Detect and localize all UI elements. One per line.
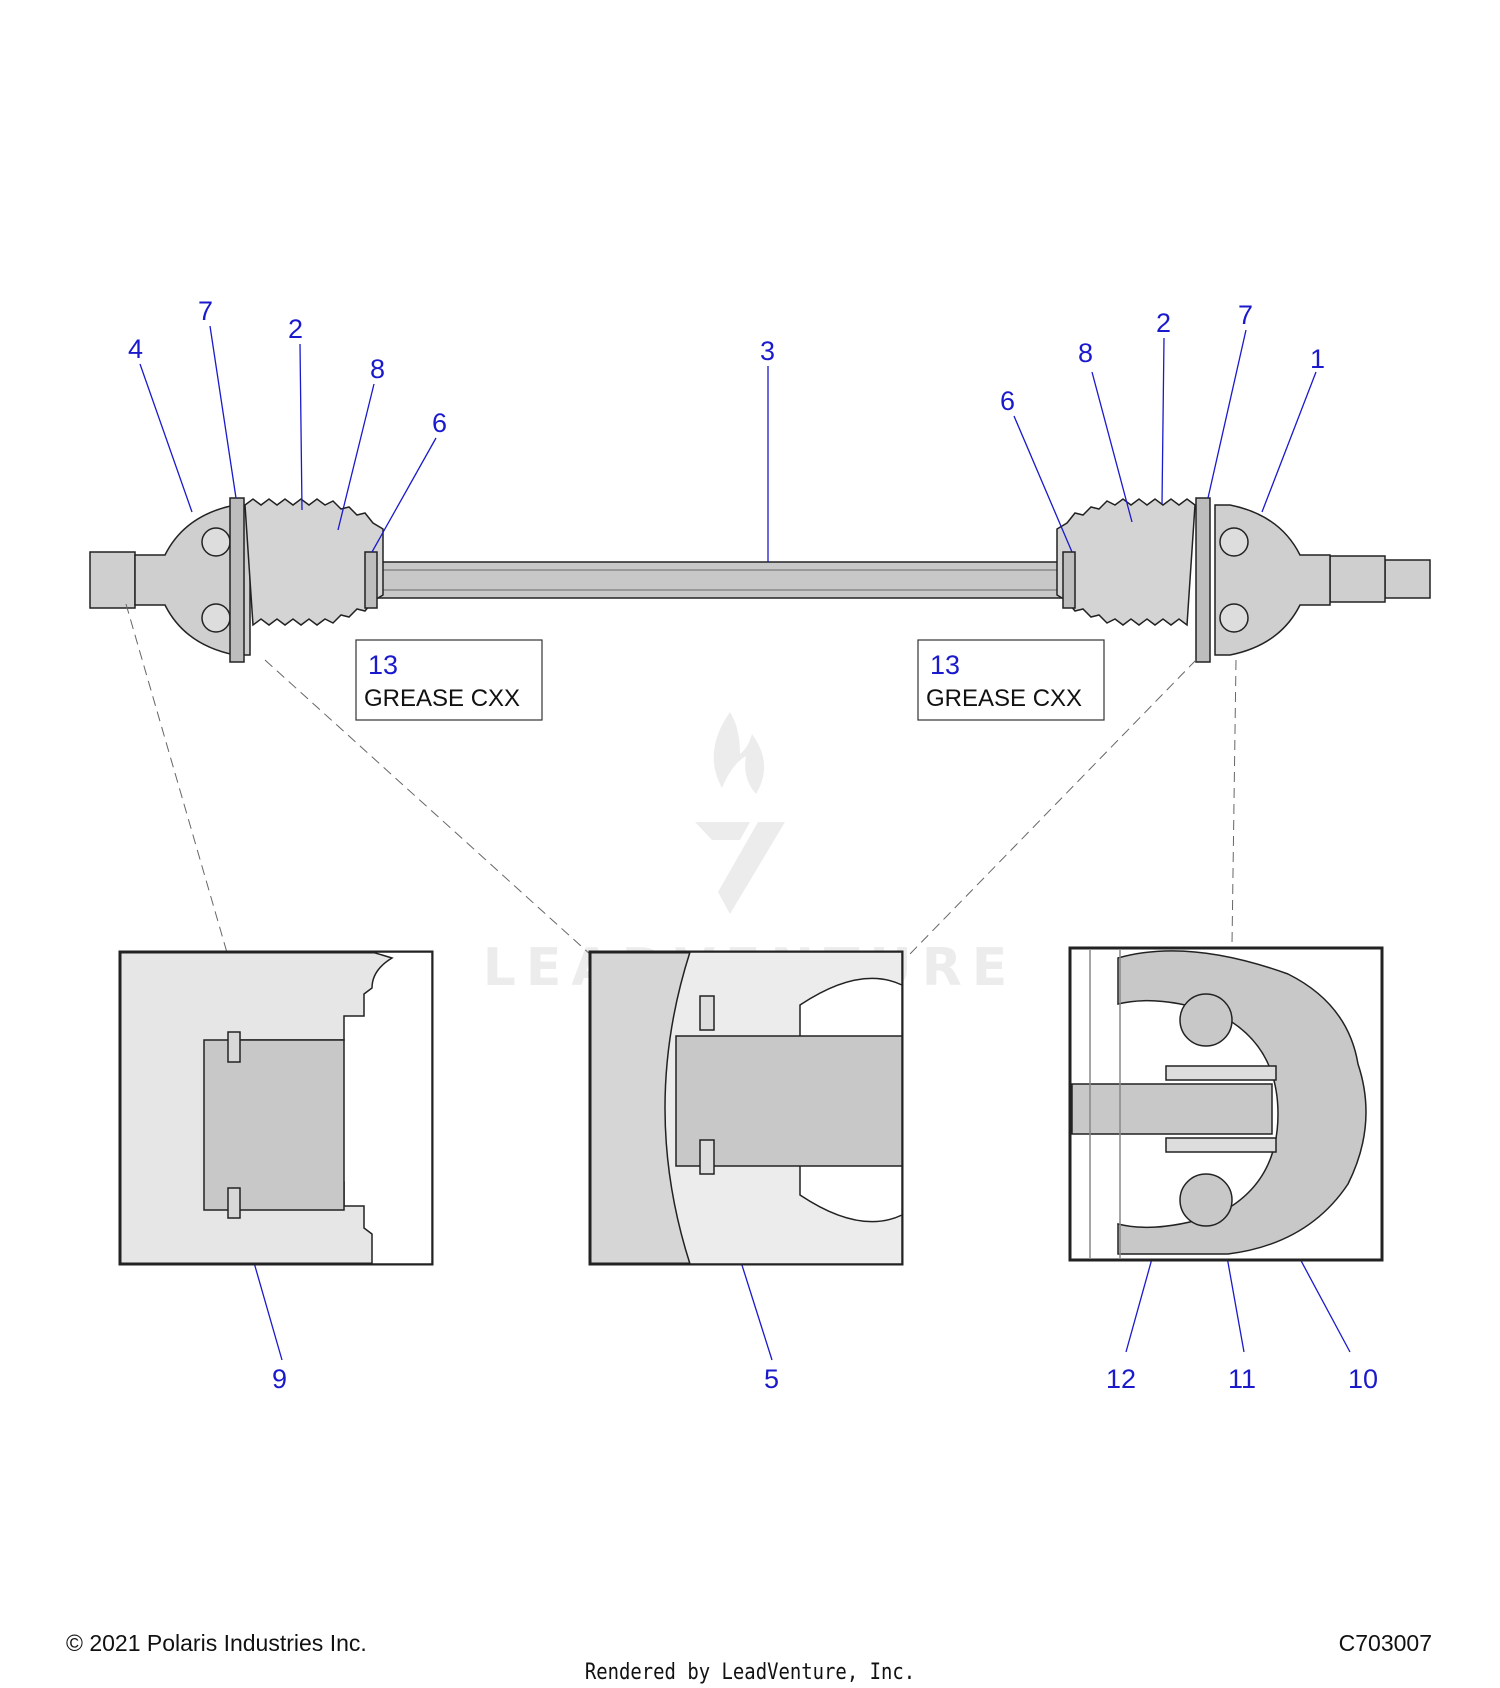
- axle-shaft: [229, 561, 1161, 599]
- callout-5[interactable]: 5: [764, 1364, 779, 1394]
- detail-view-middle: [588, 950, 904, 1266]
- grease-note-right: 13 GREASE CXX: [917, 639, 1105, 721]
- callout-7-right[interactable]: 7: [1238, 300, 1253, 330]
- grease-note-right-id[interactable]: 13: [930, 650, 960, 680]
- detail-view-right: [1068, 946, 1384, 1262]
- top-callouts: 4 7 2 8 6 3 6 8 2 7 1: [128, 296, 1325, 438]
- callout-12[interactable]: 12: [1106, 1364, 1136, 1394]
- grease-note-left-text: GREASE CXX: [364, 685, 520, 712]
- grease-note-left-id[interactable]: 13: [368, 650, 398, 680]
- grease-note-right-text: GREASE CXX: [926, 685, 1082, 712]
- rendered-by-text: Rendered by LeadVenture, Inc.: [584, 1660, 916, 1685]
- callout-8-right[interactable]: 8: [1078, 338, 1093, 368]
- copyright-text: © 2021 Polaris Industries Inc.: [66, 1630, 367, 1656]
- callout-3[interactable]: 3: [760, 336, 775, 366]
- grease-note-left: 13 GREASE CXX: [355, 639, 543, 721]
- right-cv-joint: [1056, 497, 1431, 663]
- callout-6-right[interactable]: 6: [1000, 386, 1015, 416]
- callout-2-left[interactable]: 2: [288, 314, 303, 344]
- left-cv-joint: [89, 497, 384, 663]
- callout-11[interactable]: 11: [1228, 1364, 1256, 1394]
- diagram-code: C703007: [1338, 1630, 1432, 1656]
- callout-10[interactable]: 10: [1348, 1364, 1378, 1394]
- bottom-callouts: 9 5 12 11 10: [272, 1364, 1378, 1394]
- detail-view-left: [118, 950, 434, 1266]
- callout-1[interactable]: 1: [1310, 344, 1325, 374]
- callout-9[interactable]: 9: [272, 1364, 287, 1394]
- callout-6-left[interactable]: 6: [432, 408, 447, 438]
- callout-8-left[interactable]: 8: [370, 354, 385, 384]
- projection-lines: [125, 603, 1237, 957]
- callout-4[interactable]: 4: [128, 334, 143, 364]
- callout-2-right[interactable]: 2: [1156, 308, 1171, 338]
- callout-7-left[interactable]: 7: [198, 296, 213, 326]
